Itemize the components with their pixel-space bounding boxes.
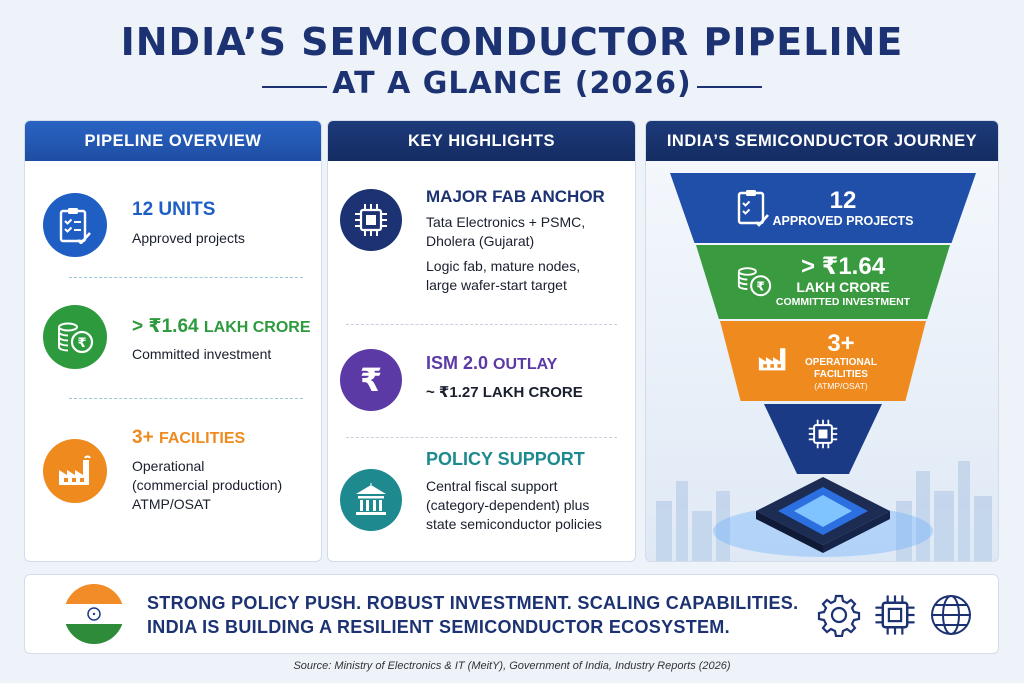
highlight-ism-outlay: ₹ ISM 2.0 OUTLAY ~ ₹1.27 LAKH CRORE — [328, 327, 635, 432]
policy-support-line: (category-dependent) plus — [426, 497, 590, 513]
funnel-facilities-label: OPERATIONAL — [804, 356, 878, 368]
coins-rupee-icon: ₹ — [737, 267, 772, 297]
policy-support-desc: Central fiscal support (category-depende… — [426, 477, 602, 534]
fab-anchor-line: Logic fab, mature nodes, — [426, 258, 581, 274]
glowing-chip-illustration — [756, 477, 890, 553]
investment-value: > ₹1.64 LAKH CRORE — [132, 315, 311, 338]
funnel-projects-number: 12 — [829, 186, 857, 214]
source-citation: Source: Ministry of Electronics & IT (Me… — [293, 660, 731, 672]
policy-support-title: POLICY SUPPORT — [426, 449, 585, 469]
factory-icon — [758, 348, 786, 371]
fab-anchor-line: large wafer-start target — [426, 277, 567, 293]
factory-icon — [43, 439, 107, 503]
tagline-line2: INDIA IS BUILDING A RESILIENT SEMICONDUC… — [147, 617, 730, 637]
funnel-projects-label: APPROVED PROJECTS — [772, 213, 914, 228]
key-highlights-panel: KEY HIGHLIGHTS MAJOR FAB ANCHOR Tata Ele… — [327, 120, 636, 562]
policy-support-line: state semiconductor policies — [426, 516, 602, 532]
clipboard-checklist-icon — [43, 193, 107, 257]
svg-text:₹: ₹ — [360, 363, 382, 397]
policy-support-line: Central fiscal support — [426, 478, 558, 494]
page-title: INDIA’S SEMICONDUCTOR PIPELINE — [120, 20, 904, 64]
divider — [346, 437, 617, 438]
units-value: 12 UNITS — [132, 199, 216, 220]
ism-outlay-label: ISM 2.0 — [426, 353, 489, 373]
rupee-icon: ₹ — [340, 349, 402, 411]
chip-icon — [808, 419, 838, 449]
svg-text:₹: ₹ — [77, 336, 86, 351]
highlight-fab-anchor: MAJOR FAB ANCHOR Tata Electronics + PSMC… — [328, 161, 635, 323]
funnel-investment-label: LAKH CRORE — [796, 279, 890, 295]
funnel-layer-investment: ₹ > ₹1.64 LAKH CRORE COMMITTED INVESTMEN… — [696, 245, 950, 319]
government-building-icon — [340, 469, 402, 531]
journey-heading: INDIA’S SEMICONDUCTOR JOURNEY — [646, 121, 998, 161]
title-rule-left — [262, 86, 327, 88]
overview-item-investment: ₹ > ₹1.64 LAKH CRORE Committed investmen… — [25, 279, 321, 399]
fab-anchor-line: Dholera (Gujarat) — [426, 233, 535, 249]
overview-item-units: 12 UNITS Approved projects — [25, 161, 321, 273]
investment-desc: Committed investment — [132, 346, 272, 362]
tagline-line1: STRONG POLICY PUSH. ROBUST INVESTMENT. S… — [147, 593, 799, 613]
facilities-unit: FACILITIES — [158, 430, 246, 447]
divider — [69, 277, 303, 278]
divider — [69, 398, 303, 399]
coins-rupee-icon: ₹ — [43, 305, 107, 369]
facilities-desc-line: ATMP/OSAT — [132, 496, 211, 512]
fab-anchor-desc: Tata Electronics + PSMC, Dholera (Gujara… — [426, 213, 585, 295]
facilities-desc: Operational (commercial production) ATMP… — [132, 457, 282, 514]
funnel-investment-number: > ₹1.64 — [800, 253, 886, 280]
ism-outlay-title: ISM 2.0 OUTLAY — [426, 353, 557, 374]
overview-item-facilities: 3+ FACILITIES Operational (commercial pr… — [25, 401, 321, 551]
clipboard-checklist-icon — [737, 190, 769, 227]
funnel-layer-projects: 12 APPROVED PROJECTS — [670, 173, 976, 243]
fab-anchor-title: MAJOR FAB ANCHOR — [426, 187, 605, 206]
investment-unit: LAKH CRORE — [203, 319, 311, 336]
gear-icon — [817, 594, 861, 637]
key-highlights-heading: KEY HIGHLIGHTS — [328, 121, 635, 161]
facilities-desc-line: Operational — [132, 458, 205, 474]
pipeline-overview-panel: PIPELINE OVERVIEW 12 UNITS Approved proj… — [24, 120, 322, 562]
chip-icon — [875, 595, 915, 635]
units-desc: Approved projects — [132, 230, 245, 246]
india-flag-icon — [64, 584, 124, 644]
funnel-layer-facilities: 3+ OPERATIONAL FACILITIES (ATMP/OSAT) — [720, 321, 926, 401]
funnel-facilities-label: FACILITIES — [814, 368, 868, 380]
funnel-facilities-sublabel: (ATMP/OSAT) — [814, 380, 868, 391]
funnel-facilities-number: 3+ — [827, 329, 855, 357]
svg-text:₹: ₹ — [756, 279, 765, 293]
summary-banner: STRONG POLICY PUSH. ROBUST INVESTMENT. S… — [24, 574, 999, 654]
page-subtitle: AT A GLANCE (2026) — [332, 66, 692, 101]
facilities-desc-line: (commercial production) — [132, 477, 283, 493]
title-rule-right — [697, 86, 762, 88]
facilities-value: 3+ FACILITIES — [132, 427, 245, 449]
divider — [346, 324, 617, 325]
highlight-policy-support: POLICY SUPPORT Central fiscal support (c… — [328, 441, 635, 561]
fab-anchor-line: Tata Electronics + PSMC, — [426, 214, 586, 230]
funnel-investment-sublabel: COMMITTED INVESTMENT — [775, 296, 911, 308]
globe-icon — [931, 595, 971, 635]
investment-amount: > ₹1.64 — [132, 316, 199, 337]
chip-icon — [340, 189, 402, 251]
ism-outlay-suffix: OUTLAY — [493, 356, 558, 373]
ism-outlay-value: ~ ₹1.27 LAKH CRORE — [426, 384, 583, 401]
facilities-count: 3+ — [132, 427, 154, 448]
pipeline-overview-heading: PIPELINE OVERVIEW — [25, 121, 321, 161]
semiconductor-journey-panel: INDIA’S SEMICONDUCTOR JOURNEY 12 APPROVE… — [645, 120, 999, 562]
